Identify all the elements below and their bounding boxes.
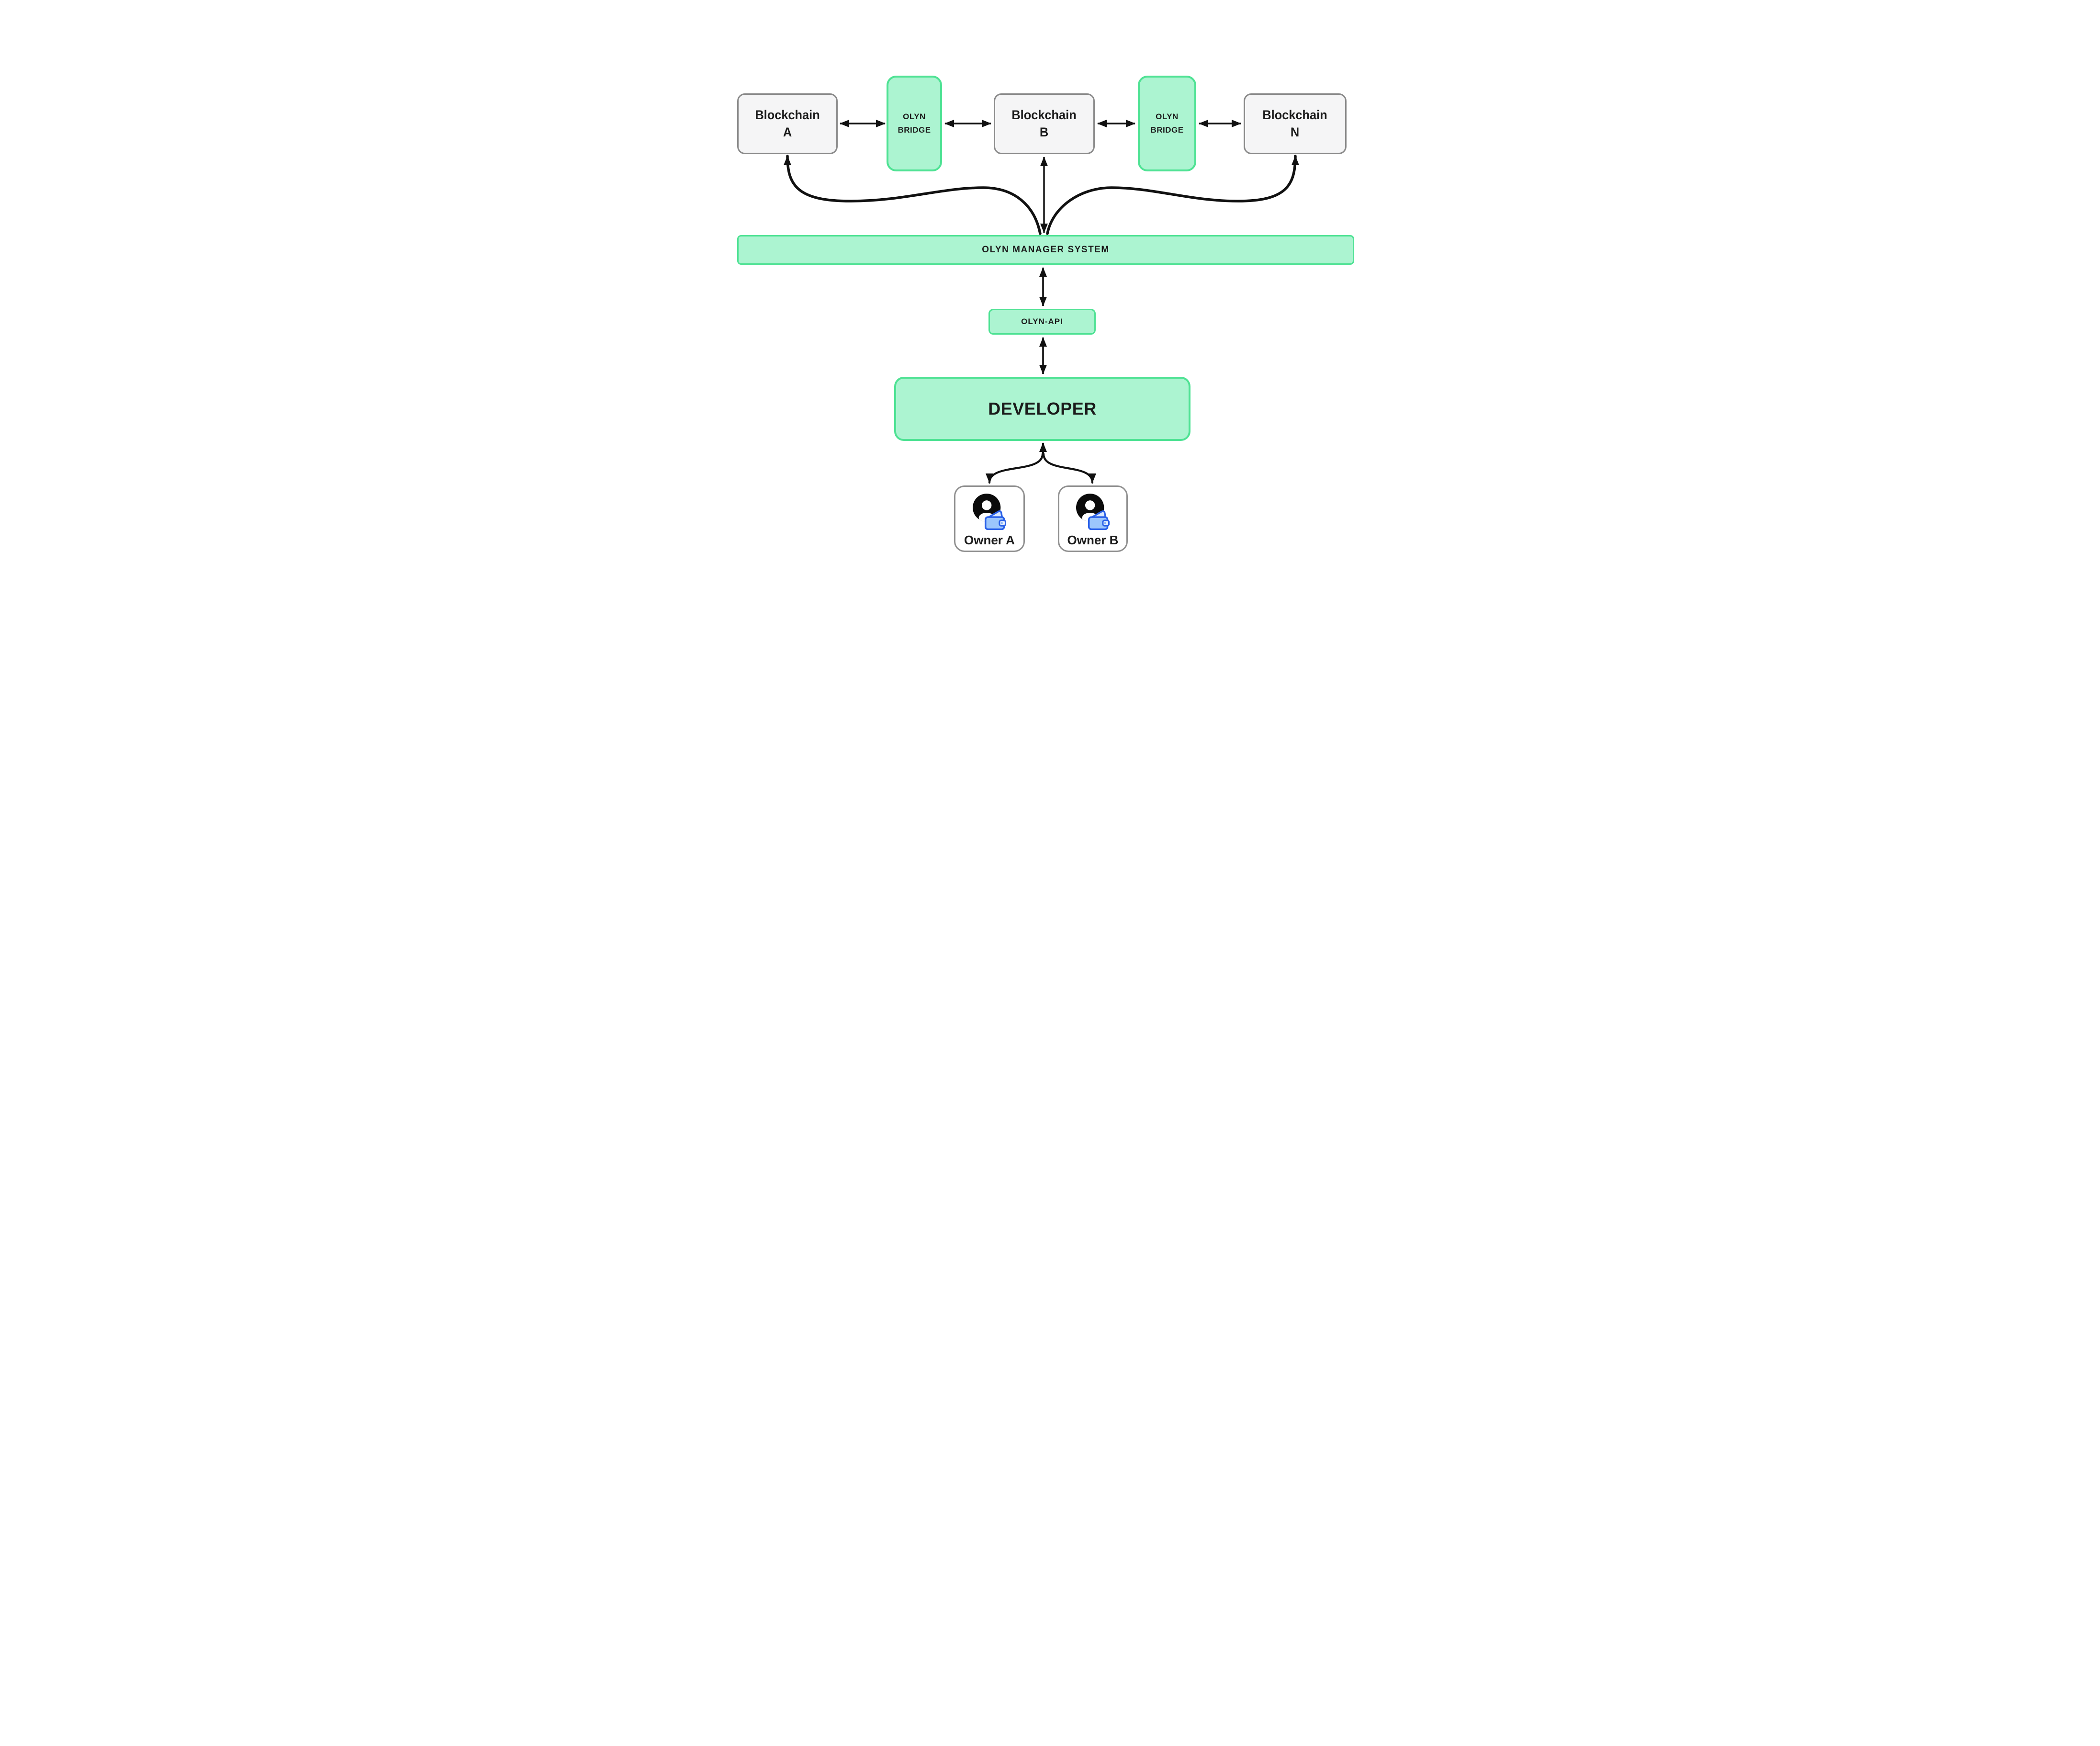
blockchain-b-label: Blockchain B [1012,107,1077,141]
olyn-api-label: OLYN-API [1021,317,1063,326]
curve-developer-owner-a [986,452,1044,484]
blockchain-a-label-line1: Blockchain [755,107,820,122]
curve-developer-owner-b [1042,452,1096,484]
node-olyn-bridge-2: OLYN BRIDGE [1138,76,1196,171]
olyn-bridge-1-label: OLYN BRIDGE [898,110,931,137]
olyn-bridge-1-label-line1: OLYN [903,112,926,121]
olyn-bridge-2-label: OLYN BRIDGE [1150,110,1183,137]
node-owner-b: Owner B [1058,485,1128,552]
blockchain-b-label-line2: B [1040,124,1049,139]
olyn-manager-system-label: OLYN MANAGER SYSTEM [982,245,1110,255]
diagram-canvas: Blockchain A OLYN BRIDGE Blockchain B OL… [700,0,1400,582]
blockchain-n-label: Blockchain N [1263,107,1327,141]
node-olyn-manager-system: OLYN MANAGER SYSTEM [737,235,1354,265]
olyn-bridge-2-label-line2: BRIDGE [1150,125,1184,135]
connector-layer [784,120,1299,484]
owner-a-label: Owner A [964,533,1015,547]
blockchain-n-label-line2: N [1291,124,1300,139]
blockchain-a-label: Blockchain A [755,107,820,141]
blockchain-n-label-line1: Blockchain [1262,107,1328,122]
wallet-icon [984,510,1006,530]
node-owner-a: Owner A [954,485,1025,552]
owner-b-label: Owner B [1067,533,1119,547]
blockchain-b-label-line1: Blockchain [1011,107,1077,122]
node-blockchain-a: Blockchain A [737,93,838,154]
olyn-bridge-1-label-line2: BRIDGE [898,125,931,135]
wallet-icon [1088,510,1110,530]
user-wallet-icon [1076,494,1110,530]
user-wallet-icon [973,494,1006,530]
node-olyn-bridge-1: OLYN BRIDGE [887,76,942,171]
node-blockchain-n: Blockchain N [1244,93,1347,154]
node-olyn-api: OLYN-API [988,309,1096,335]
node-developer: DEVELOPER [894,377,1190,441]
olyn-bridge-2-label-line1: OLYN [1156,112,1179,121]
node-blockchain-b: Blockchain B [994,93,1095,154]
developer-label: DEVELOPER [988,399,1097,418]
blockchain-a-label-line2: A [783,124,792,139]
